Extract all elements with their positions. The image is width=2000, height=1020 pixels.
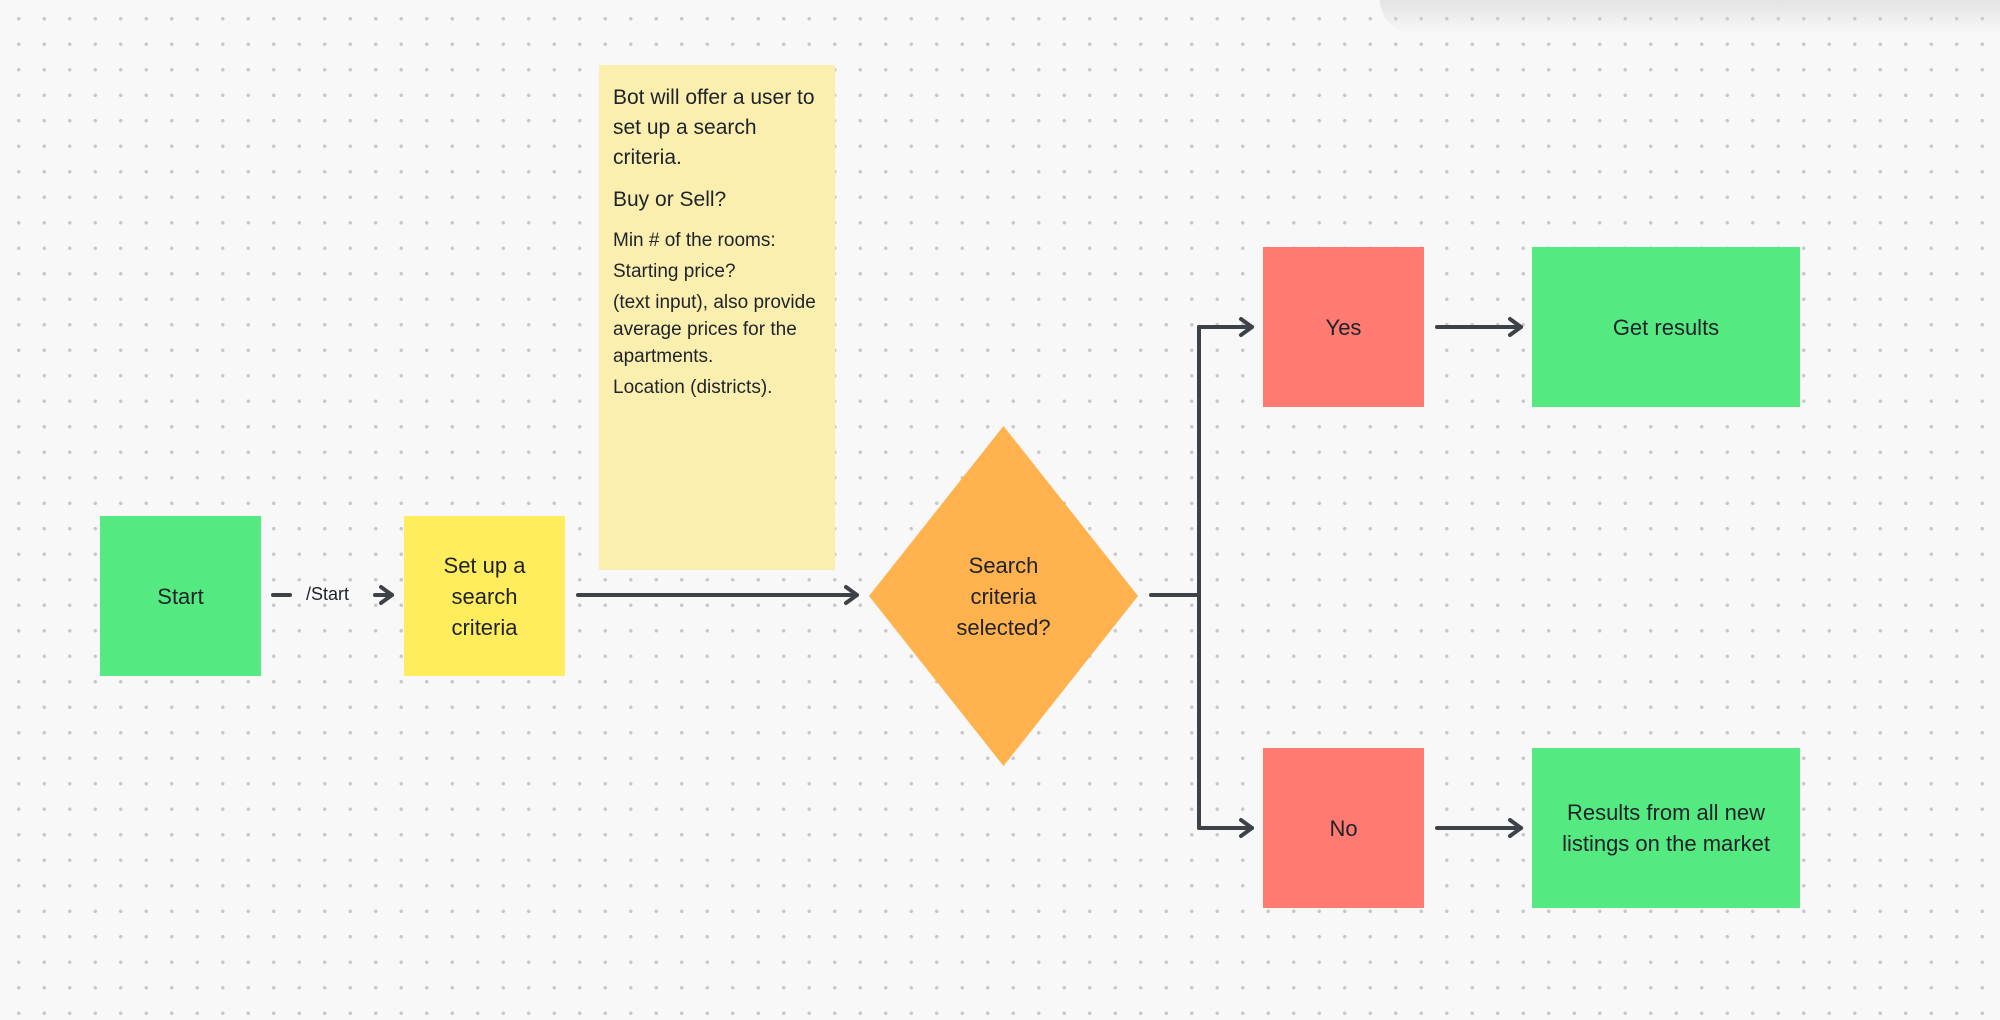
note-price: Starting price? (613, 261, 736, 282)
node-setup-search-label: Set up a search criteria (443, 552, 526, 640)
arrowhead-no-results (1508, 818, 1523, 838)
sticky-note[interactable]: Bot will offer a user to set up a search… (599, 65, 835, 570)
arrowhead-setup-decision (844, 585, 859, 605)
node-all-new-listings[interactable]: Results from all new listings on the mar… (1532, 748, 1800, 908)
node-all-new-listings-label: Results from all new listings on the mar… (1562, 800, 1770, 856)
note-rooms: Min # of the rooms: (613, 230, 776, 251)
arrowhead-start-setup (379, 585, 394, 605)
arrowhead-branch-yes (1239, 317, 1254, 337)
node-yes-label: Yes (1325, 314, 1362, 340)
node-no-label: No (1329, 815, 1358, 841)
top-shadow-overlay (1380, 0, 2000, 34)
arrowhead-yes-results (1508, 317, 1523, 337)
node-setup-search[interactable]: Set up a search criteria (404, 516, 565, 676)
node-decision-label: Search criteria selected? (956, 552, 1051, 640)
node-get-results-label: Get results (1612, 314, 1720, 340)
node-get-results[interactable]: Get results (1532, 247, 1800, 407)
note-location: Location (districts). (613, 377, 773, 398)
node-start-label: Start (157, 583, 204, 609)
node-start[interactable]: Start (100, 516, 261, 676)
node-decision-label-wrap: Search criteria selected? (869, 426, 1138, 766)
node-no[interactable]: No (1263, 748, 1424, 908)
node-yes[interactable]: Yes (1263, 247, 1424, 407)
node-decision[interactable]: Search criteria selected? (869, 426, 1138, 766)
arrowhead-branch-no (1239, 818, 1254, 838)
note-question: Buy or Sell? (613, 188, 727, 211)
note-price-detail: (text input), also provide average price… (613, 292, 816, 367)
decision-diamond-shape (869, 426, 1138, 766)
edge-label-start[interactable]: /Start (306, 584, 350, 604)
note-intro: Bot will offer a user to set up a search… (613, 86, 815, 169)
